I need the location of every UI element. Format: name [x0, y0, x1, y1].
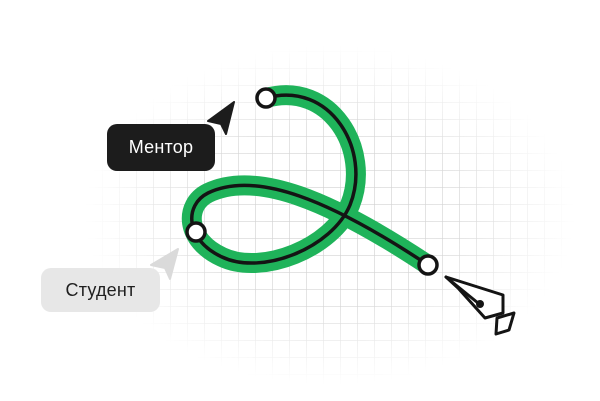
mentor-cursor-icon [207, 101, 235, 135]
loop-path-line [190, 93, 430, 267]
pen-nib-icon [444, 275, 516, 336]
anchor-node-icon[interactable] [185, 221, 207, 243]
anchor-node-icon[interactable] [255, 87, 277, 109]
student-label: Студент [41, 268, 160, 312]
mentor-label: Ментор [107, 124, 215, 171]
anchor-node-icon[interactable] [417, 254, 439, 276]
student-cursor-icon [150, 248, 179, 280]
